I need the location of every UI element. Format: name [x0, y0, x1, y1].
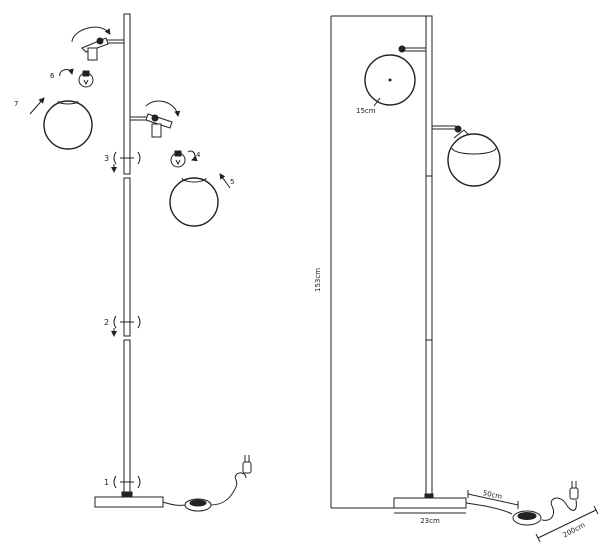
- step-5-label: 5: [230, 178, 234, 186]
- cable-length-dimension: [537, 509, 597, 539]
- step-4-label: 4: [196, 151, 201, 159]
- foot-switch-icon: [184, 498, 212, 512]
- step-labels: 3 2 1 4 5 6 7: [14, 72, 234, 487]
- dimensioned-view: [330, 15, 599, 543]
- step-2-label: 2: [104, 318, 109, 327]
- exploded-assembly-view: [29, 13, 252, 512]
- step-7-label: 7: [14, 100, 18, 108]
- lamp-pole: [425, 15, 433, 495]
- upper-arm: [398, 45, 426, 53]
- step-3-label: 3: [104, 154, 109, 163]
- globe-shade-icon: [43, 100, 93, 150]
- cable-length-label: 200cm: [562, 521, 587, 539]
- globe-diameter-leader: [373, 97, 381, 107]
- rotate-arrow-icon: [59, 68, 74, 77]
- globe-shade-icon: [169, 177, 219, 227]
- bulb-icon: [78, 70, 94, 88]
- joint-screw-1: [113, 475, 141, 489]
- plug-icon: [569, 481, 579, 500]
- lamp-base: [393, 493, 467, 509]
- step-6-label: 6: [50, 72, 55, 80]
- power-cable: [465, 497, 577, 521]
- joint-screw-2: [111, 315, 141, 337]
- rotate-arrow-icon: [71, 26, 111, 43]
- globe-diameter-label: 15cm: [356, 107, 376, 115]
- lower-globe: [447, 133, 501, 187]
- height-dimension-label: 153cm: [314, 268, 322, 292]
- switch-distance-label: 50cm: [482, 489, 503, 501]
- pole-bottom-segment: [123, 339, 131, 493]
- lower-arm: [432, 125, 462, 133]
- lamp-base: [94, 491, 164, 508]
- foot-switch-icon: [512, 510, 542, 526]
- power-cable: [162, 472, 247, 506]
- fit-arrow: [29, 97, 45, 115]
- lower-socket: [145, 113, 173, 138]
- fit-arrow: [219, 173, 231, 189]
- base-width-label: 23cm: [420, 517, 440, 525]
- rotate-arrow-icon: [145, 100, 181, 117]
- rotate-arrow-icon: [187, 150, 198, 162]
- pole-middle-segment: [123, 177, 131, 337]
- switch-distance-dimension: [467, 493, 519, 506]
- plug-icon: [242, 455, 252, 474]
- step-1-label: 1: [104, 478, 109, 487]
- bulb-icon: [170, 150, 186, 168]
- upper-socket: [81, 37, 109, 61]
- pole-top-segment: [123, 13, 131, 175]
- joint-screw-3: [111, 151, 141, 173]
